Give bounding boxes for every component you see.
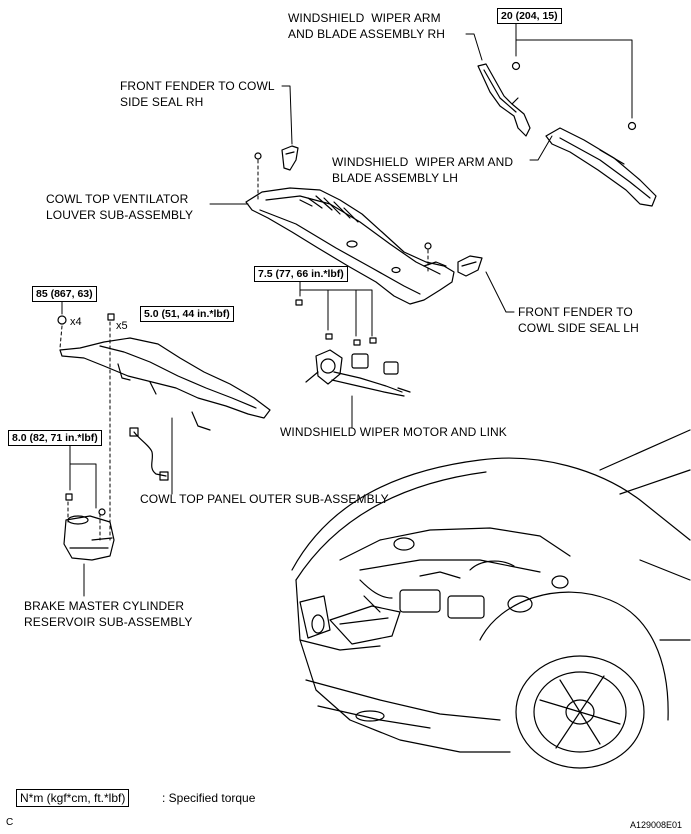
wiper-motor-bolts bbox=[295, 299, 377, 346]
cowl-louver-part bbox=[245, 187, 455, 305]
torque-wiper-motor-bolt: 7.5 (77, 66 in.*lbf) bbox=[254, 266, 348, 282]
fender-seal-rh-part bbox=[281, 145, 299, 171]
wire-harness-part bbox=[129, 427, 169, 481]
legend-specified-torque: : Specified torque bbox=[162, 791, 256, 805]
label-wiper-motor-link: WINDSHIELD WIPER MOTOR AND LINK bbox=[280, 425, 507, 439]
car-illustration bbox=[291, 429, 691, 769]
corner-mark: C bbox=[6, 817, 14, 828]
label-cowl-panel-outer: COWL TOP PANEL OUTER SUB-ASSEMBLY bbox=[140, 492, 389, 506]
figure-code: A129008E01 bbox=[630, 820, 683, 830]
label-fender-seal-rh: FRONT FENDER TO COWL SIDE SEAL RH bbox=[120, 79, 275, 109]
label-wiper-arm-rh: WINDSHIELD WIPER ARM AND BLADE ASSEMBLY … bbox=[288, 11, 446, 41]
brake-reservoir-part bbox=[63, 493, 115, 561]
wiper-motor-link-part bbox=[305, 349, 411, 397]
cowl-nut bbox=[57, 315, 67, 325]
label-fender-seal-lh: FRONT FENDER TO COWL SIDE SEAL LH bbox=[518, 305, 639, 335]
multiplier-x5: x5 bbox=[116, 320, 128, 332]
label-wiper-arm-lh: WINDSHIELD WIPER ARM AND BLADE ASSEMBLY … bbox=[332, 155, 514, 185]
wiper-arm-rh-part bbox=[477, 61, 531, 137]
torque-wiper-nut: 20 (204, 15) bbox=[497, 8, 562, 24]
fender-seal-lh-part bbox=[457, 255, 483, 277]
legend-torque-unit: N*m (kgf*cm, ft.*lbf) bbox=[16, 789, 130, 807]
multiplier-x4: x4 bbox=[70, 316, 82, 328]
label-cowl-louver: COWL TOP VENTILATOR LOUVER SUB-ASSEMBLY bbox=[46, 192, 194, 222]
cowl-panel-outer-part bbox=[59, 337, 271, 431]
torque-cowl-bolt: 5.0 (51, 44 in.*lbf) bbox=[140, 306, 234, 322]
torque-reservoir-bolt: 8.0 (82, 71 in.*lbf) bbox=[8, 430, 102, 446]
cowl-clip-lh bbox=[424, 242, 432, 250]
wiper-arm-lh-part bbox=[545, 121, 657, 207]
leader-lines bbox=[61, 23, 633, 597]
label-brake-reservoir: BRAKE MASTER CYLINDER RESERVOIR SUB-ASSE… bbox=[24, 599, 193, 629]
torque-cowl-nut: 85 (867, 63) bbox=[32, 286, 97, 302]
cowl-clip-rh bbox=[254, 152, 262, 160]
cowl-bolt bbox=[107, 313, 115, 321]
guide-dashes bbox=[59, 159, 429, 541]
